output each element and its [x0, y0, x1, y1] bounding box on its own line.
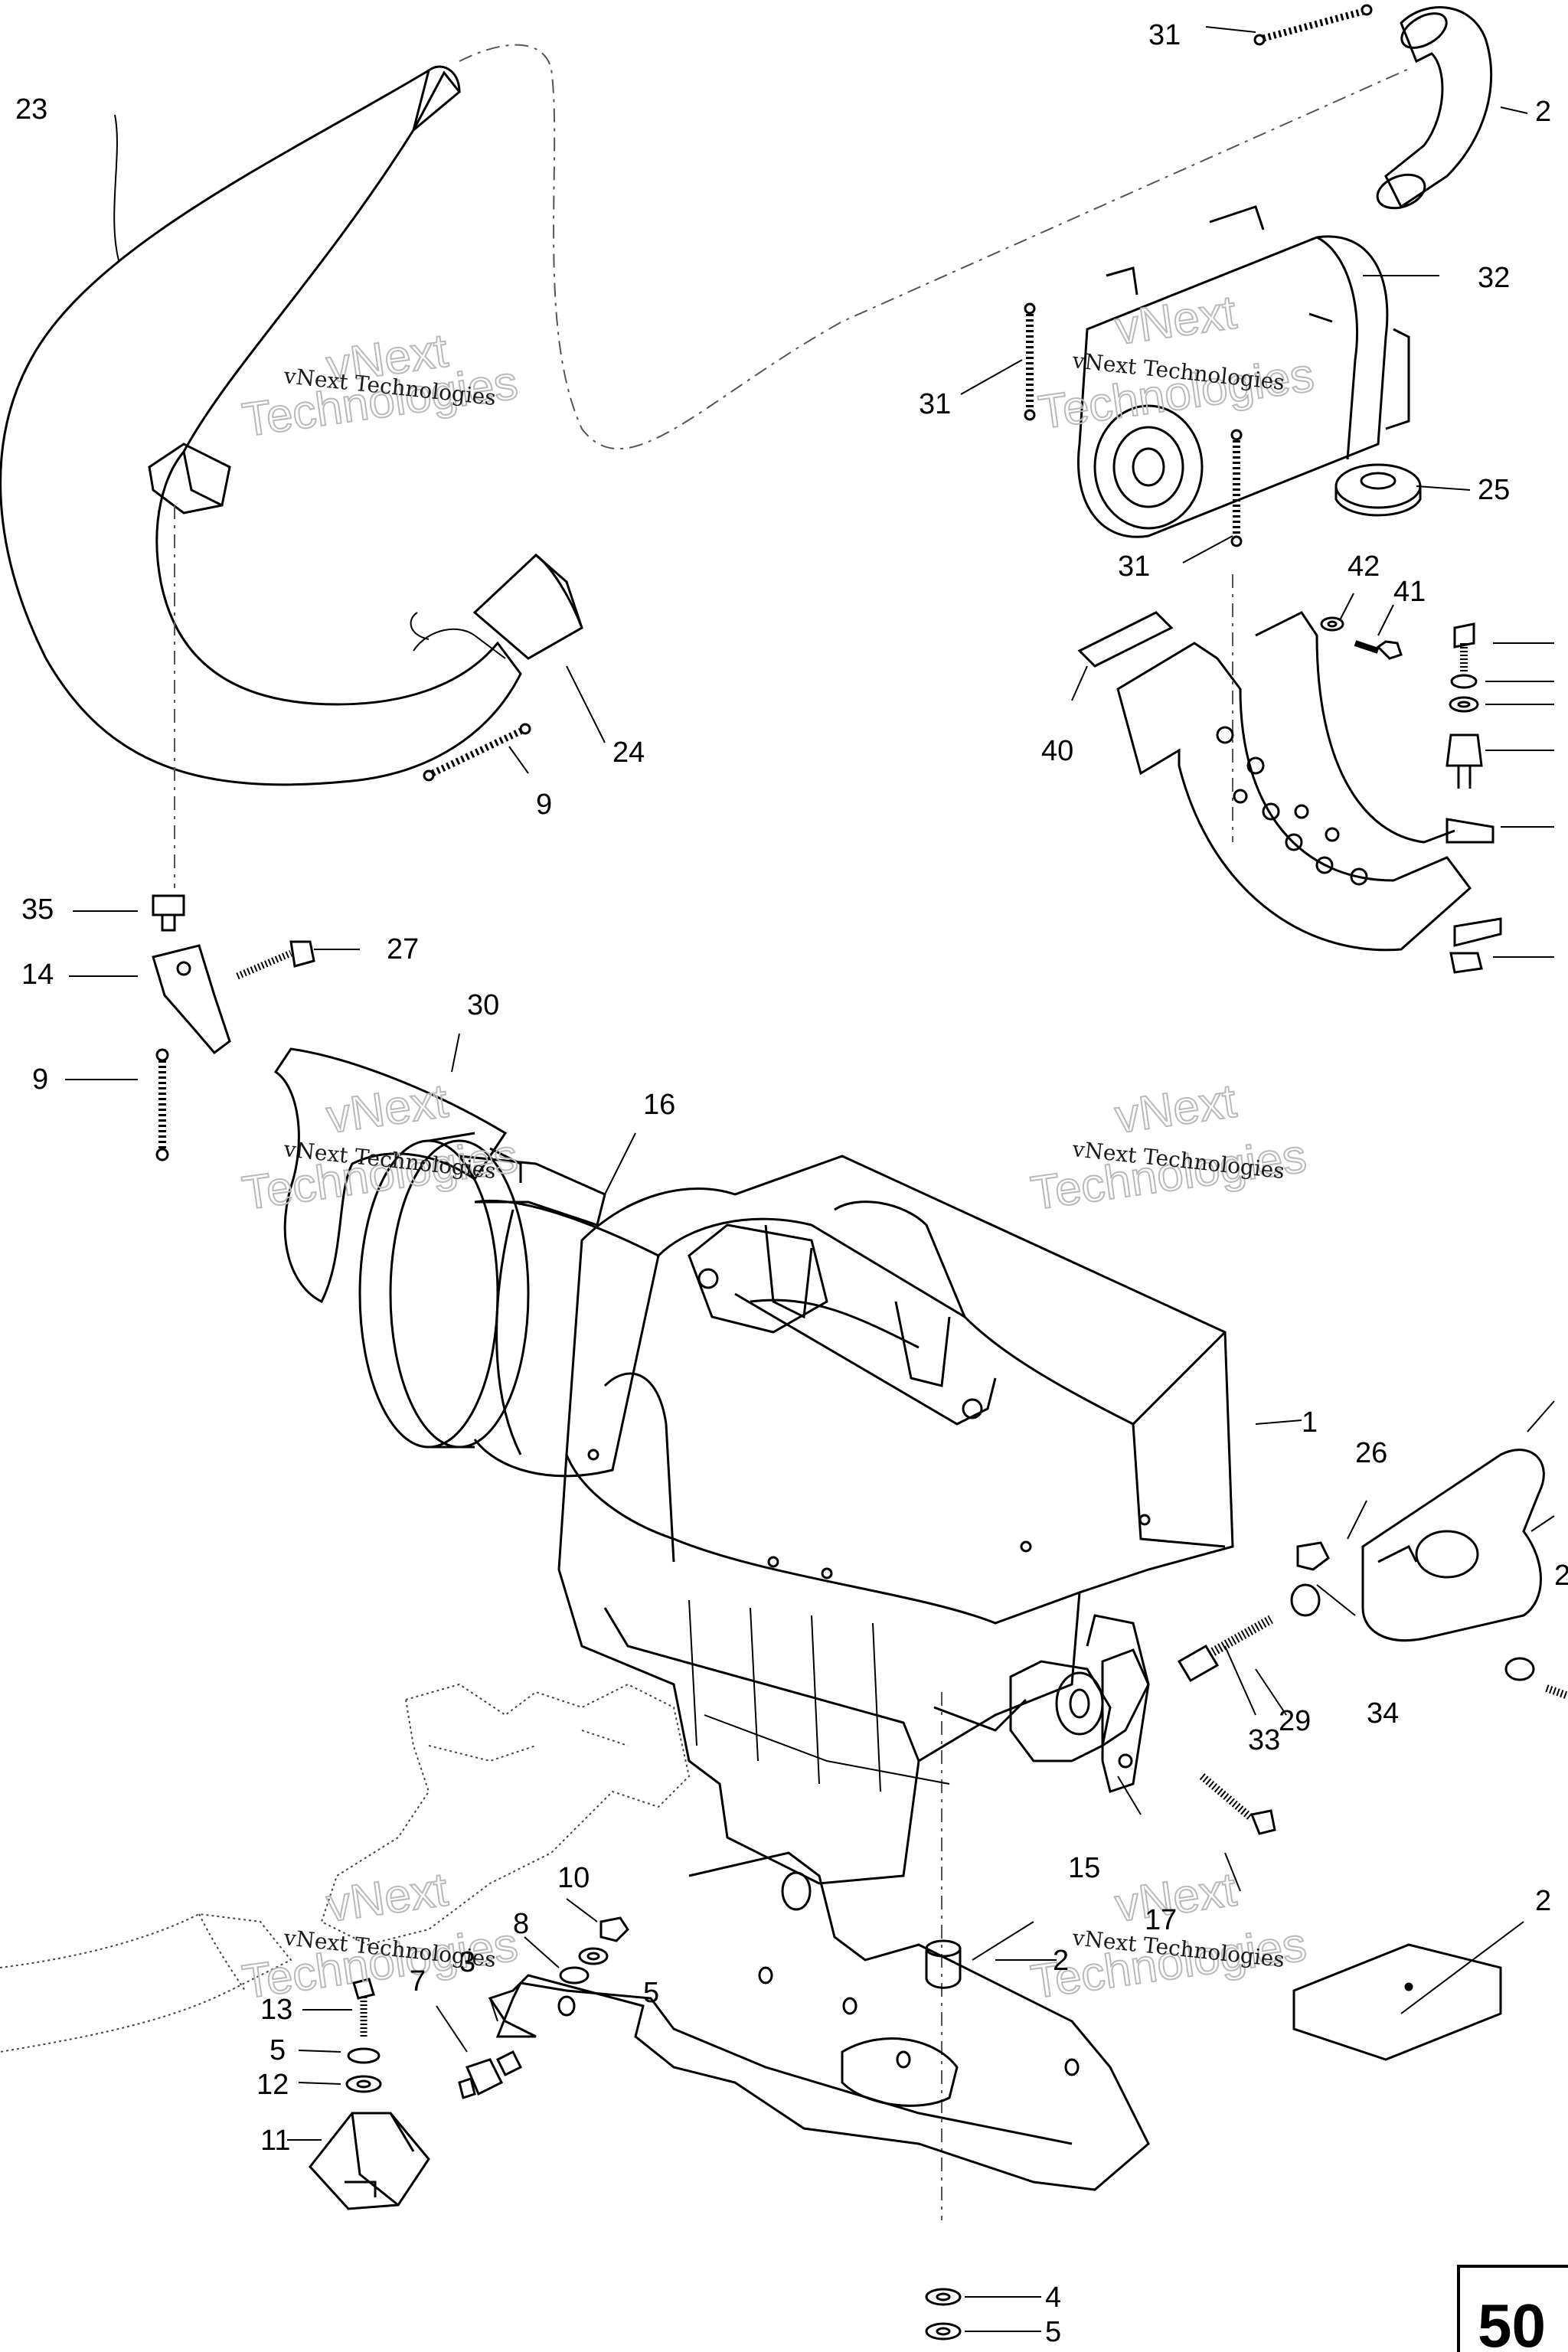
callout-29: 29	[1279, 1705, 1311, 1737]
callout-9-upper: 9	[536, 789, 552, 821]
spring-31-lower	[1230, 429, 1243, 547]
callout-16: 16	[643, 1089, 675, 1121]
callout-2-top: 2	[1535, 96, 1551, 128]
spring-9-upper	[423, 723, 531, 782]
callout-32: 32	[1478, 262, 1510, 294]
callouts: 31 2 23 32 31 25 31 42 41 40 24 9 35 27 …	[15, 19, 1568, 2348]
nut-26	[1296, 1541, 1330, 1571]
bolt-right	[1453, 622, 1475, 674]
callout-8: 8	[513, 1908, 529, 1940]
page-number: 50	[1478, 2292, 1546, 2352]
intake-adapter	[473, 1199, 660, 1478]
muffler-bracket	[1077, 611, 1502, 952]
muffler	[1077, 205, 1410, 538]
callout-2-spacer: 2	[1053, 1945, 1069, 1977]
washer-4	[925, 2288, 962, 2306]
engine-mount-plate	[488, 1851, 1150, 2191]
washer-8	[559, 1966, 590, 1984]
page-number-box: 50	[1457, 2265, 1568, 2352]
callout-2-pad: 2	[1535, 1885, 1551, 1917]
callout-13: 13	[260, 1994, 292, 2026]
callout-35: 35	[21, 893, 54, 926]
bolt-17	[1199, 1773, 1276, 1835]
callout-31-mid: 31	[919, 388, 951, 420]
callout-11: 11	[260, 2125, 290, 2157]
callout-26: 26	[1355, 1437, 1387, 1469]
spring-9-lower	[155, 1048, 169, 1161]
spring-31-top	[1253, 4, 1373, 46]
engine-body	[557, 1155, 1234, 1885]
washer-5-mid	[578, 1947, 609, 1965]
callout-33: 33	[1248, 1724, 1280, 1756]
callout-31-lower: 31	[1118, 550, 1150, 583]
intake-boot-30	[273, 1047, 508, 1304]
callout-31-top: 31	[1148, 19, 1181, 51]
rubber-mount-right	[1446, 733, 1483, 789]
washer-42	[1320, 616, 1344, 632]
leader-lines	[65, 26, 1555, 2332]
callout-1: 1	[1302, 1406, 1318, 1439]
washer-right-2	[1449, 696, 1479, 713]
watermark-big-3a: vNext	[323, 1074, 451, 1143]
tuned-pipe	[0, 65, 583, 786]
watermarks: vNext Technologies vNext Technologies vN…	[238, 285, 1318, 2009]
callout-5-bottom: 5	[1045, 2316, 1061, 2348]
engine-plate-right	[1361, 1449, 1545, 1642]
spring-31-mid	[1024, 302, 1036, 421]
bolt-29	[1177, 1615, 1273, 1683]
callout-7: 7	[410, 1965, 426, 1998]
callout-14: 14	[21, 959, 54, 991]
callout-34: 34	[1367, 1697, 1399, 1730]
washer-12	[345, 2075, 382, 2093]
callout-41: 41	[1393, 576, 1426, 608]
watermark-big-4a: vNext	[1112, 1074, 1240, 1143]
watermark-big-5a: vNext	[323, 1863, 451, 1932]
grommet	[1334, 463, 1422, 517]
spacer-2	[925, 1939, 962, 1989]
callout-4: 4	[1045, 2282, 1061, 2314]
callout-30: 30	[467, 989, 499, 1021]
callout-9-lower: 9	[32, 1063, 48, 1096]
screw-41	[1354, 640, 1403, 660]
watermark-big-2a: vNext	[1112, 286, 1240, 354]
bolt-27	[236, 940, 315, 980]
callout-3: 3	[459, 1946, 475, 1978]
nut-10	[599, 1916, 629, 1942]
bracket-15	[1101, 1648, 1150, 1793]
washer-right-1	[1450, 674, 1478, 689]
washer-right-edge	[1504, 1657, 1535, 1681]
washer-5-left	[347, 2047, 381, 2064]
callout-15: 15	[1068, 1852, 1100, 1884]
washer-34	[1290, 1583, 1321, 1617]
callout-25: 25	[1478, 474, 1510, 506]
stud-35	[152, 894, 185, 932]
exhaust-elbow	[1376, 6, 1493, 210]
bolt-13	[352, 1978, 375, 2037]
callout-12: 12	[256, 2069, 289, 2101]
callout-40: 40	[1041, 735, 1073, 767]
bracket-14	[152, 944, 231, 1055]
callout-23: 23	[15, 93, 47, 126]
callout-27: 27	[387, 933, 419, 965]
exhaust-manifold-ghost	[0, 1683, 691, 2053]
nut-right	[1449, 952, 1483, 974]
callout-5-left: 5	[270, 2034, 286, 2066]
bolt-right-edge	[1545, 1684, 1568, 1700]
callout-42: 42	[1348, 550, 1380, 583]
rubber-mount-7	[458, 2050, 523, 2099]
washer-5-bottom	[925, 2322, 962, 2341]
callout-10: 10	[557, 1862, 590, 1894]
callout-24: 24	[612, 737, 645, 769]
support-11	[309, 2112, 430, 2210]
callout-17: 17	[1145, 1904, 1177, 1936]
pad-2	[1292, 1943, 1502, 2061]
callout-2-right: 2	[1554, 1560, 1568, 1592]
callout-5-mid: 5	[643, 1977, 659, 2009]
